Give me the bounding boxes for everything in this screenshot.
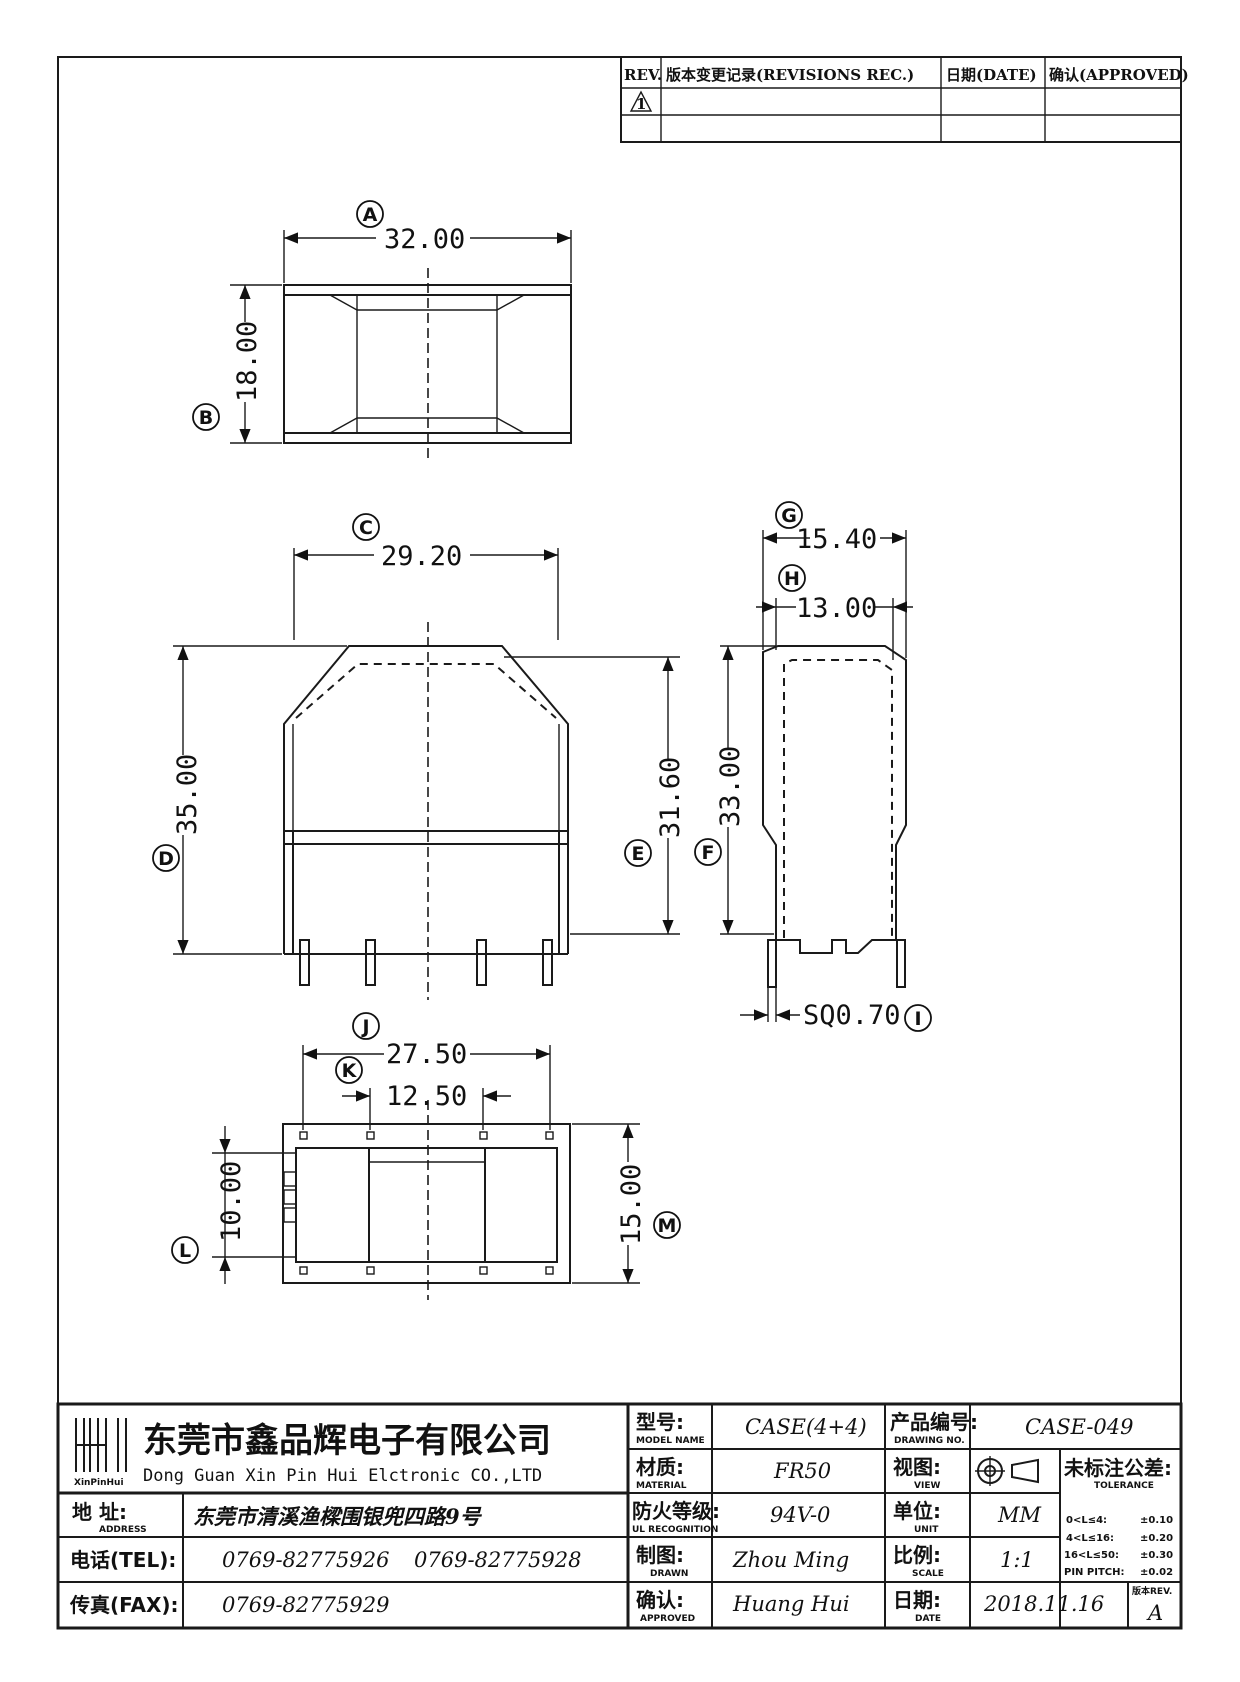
sheet-border bbox=[57, 56, 1182, 1629]
ref-e-label: E bbox=[632, 843, 645, 865]
drawing-no-sub-label: DRAWING NO. bbox=[894, 1436, 965, 1446]
dim-height-label: 18.00 bbox=[232, 321, 263, 402]
svg-text:1: 1 bbox=[636, 95, 646, 113]
model-value: CASE(4+4) bbox=[745, 1415, 867, 1439]
drawn-label: 制图: bbox=[636, 1543, 684, 1567]
dim-side-inner-label: 13.00 bbox=[796, 593, 877, 624]
model-label: 型号: bbox=[636, 1410, 684, 1434]
side-view: 15.40 G 13.00 H 33.00 F SQ0.70 I bbox=[694, 501, 932, 1032]
drawn-value: Zhou Ming bbox=[732, 1548, 849, 1572]
svg-text:XinPinHui: XinPinHui bbox=[74, 1478, 124, 1488]
ref-a-label: A bbox=[363, 204, 378, 226]
unit-value: MM bbox=[997, 1503, 1042, 1527]
ref-j-label: J bbox=[360, 1016, 369, 1038]
address-sub-label: ADDRESS bbox=[99, 1525, 147, 1535]
address-value: 东莞市清溪渔樑围银兜四路9号 bbox=[193, 1504, 483, 1529]
drawing-no-label: 产品编号: bbox=[890, 1410, 978, 1434]
dim-body-height-label: 31.60 bbox=[655, 757, 686, 838]
tolerance-value-3: ±0.30 bbox=[1140, 1550, 1173, 1561]
tolerance-range-2: 4<L≤16: bbox=[1066, 1533, 1114, 1544]
approved-value: Huang Hui bbox=[732, 1592, 850, 1616]
tel-2-value: 0769-82775928 bbox=[414, 1548, 581, 1572]
dim-pin-label: SQ0.70 bbox=[803, 1000, 901, 1031]
unit-label: 单位: bbox=[893, 1499, 941, 1523]
material-label: 材质: bbox=[636, 1455, 684, 1479]
tolerance-range-3: 16<L≤50: bbox=[1064, 1550, 1119, 1561]
company-name-cn: 东莞市鑫品辉电子有限公司 bbox=[143, 1421, 551, 1461]
material-value: FR50 bbox=[773, 1459, 831, 1483]
ref-h-label: H bbox=[784, 568, 800, 590]
approved-header: 确认(APPROVED) bbox=[1049, 66, 1189, 84]
tolerance-label: 未标注公差: bbox=[1064, 1456, 1172, 1480]
dim-side-width-label: 15.40 bbox=[796, 524, 877, 555]
rev-label: 版本REV. bbox=[1131, 1585, 1172, 1597]
tolerance-value-1: ±0.10 bbox=[1140, 1515, 1173, 1526]
company-name-en: Dong Guan Xin Pin Hui Elctronic CO.,LTD bbox=[143, 1466, 542, 1486]
projection-symbol-icon bbox=[975, 1456, 1039, 1486]
front-view: 29.20 C 35.00 D 31.60 E bbox=[152, 513, 686, 1000]
revision-table: REV. 版本变更记录(REVISIONS REC.) 日期(DATE) 确认(… bbox=[620, 56, 1189, 143]
view-label: 视图: bbox=[893, 1455, 941, 1479]
approved-label: 确认: bbox=[636, 1588, 684, 1612]
material-sub-label: MATERIAL bbox=[636, 1481, 687, 1491]
revisions-record-header: 版本变更记录(REVISIONS REC.) bbox=[666, 66, 914, 84]
dim-bottom-pitch-label: 27.50 bbox=[386, 1039, 467, 1070]
tolerance-sub-label: TOLERANCE bbox=[1094, 1481, 1154, 1491]
rev-triangle-icon: 1 bbox=[629, 90, 653, 113]
unit-sub-label: UNIT bbox=[914, 1525, 939, 1535]
date-header: 日期(DATE) bbox=[946, 66, 1037, 84]
rev-header: REV. bbox=[624, 66, 662, 84]
dim-bottom-row-label: 10.00 bbox=[216, 1161, 247, 1242]
tel-label: 电话(TEL): bbox=[70, 1548, 176, 1572]
date-value: 2018.11.16 bbox=[983, 1592, 1104, 1616]
tolerance-range-1: 0<L≤4: bbox=[1066, 1515, 1107, 1526]
ref-i-label: I bbox=[914, 1008, 921, 1030]
dim-bottom-inner-pitch-label: 12.50 bbox=[386, 1081, 467, 1112]
ref-k-label: K bbox=[342, 1060, 358, 1082]
tolerance-value-2: ±0.20 bbox=[1140, 1533, 1173, 1544]
tolerance-range-4: PIN PITCH: bbox=[1064, 1567, 1124, 1578]
dim-front-height-label: 35.00 bbox=[172, 754, 203, 835]
drawing-no-value: CASE-049 bbox=[1025, 1415, 1134, 1439]
dim-bottom-outer-label: 15.00 bbox=[616, 1164, 647, 1245]
ref-c-label: C bbox=[359, 517, 373, 539]
dim-front-width-label: 29.20 bbox=[381, 541, 462, 572]
address-label: 地 址: bbox=[72, 1500, 127, 1524]
date-sub-label: DATE bbox=[915, 1614, 941, 1624]
fax-value: 0769-82775929 bbox=[222, 1593, 389, 1617]
tel-1-value: 0769-82775926 bbox=[222, 1548, 389, 1572]
bottom-view: 27.50 J 12.50 K 10.00 L 15.00 M bbox=[171, 1012, 681, 1300]
drawn-sub-label: DRAWN bbox=[650, 1569, 688, 1579]
ref-b-label: B bbox=[199, 407, 213, 429]
ul-value: 94V-0 bbox=[770, 1503, 830, 1527]
view-sub-label: VIEW bbox=[914, 1481, 940, 1491]
date-label: 日期: bbox=[893, 1588, 941, 1612]
model-sub-label: MODEL NAME bbox=[636, 1436, 705, 1446]
fax-label: 传真(FAX): bbox=[69, 1593, 179, 1617]
company-logo-icon: XinPinHui bbox=[74, 1418, 127, 1488]
scale-value: 1:1 bbox=[1000, 1548, 1034, 1572]
dim-width-label: 32.00 bbox=[384, 224, 465, 255]
ul-label: 防火等级: bbox=[632, 1499, 720, 1523]
ul-sub-label: UL RECOGNITION bbox=[632, 1525, 718, 1535]
scale-label: 比例: bbox=[893, 1543, 941, 1567]
top-view: 32.00 A 18.00 B bbox=[192, 200, 572, 463]
ref-f-label: F bbox=[702, 842, 715, 864]
scale-sub-label: SCALE bbox=[912, 1569, 944, 1579]
approved-sub-label: APPROVED bbox=[640, 1614, 695, 1624]
title-block: XinPinHui 东莞市鑫品辉电子有限公司 Dong Guan Xin Pin… bbox=[56, 1402, 1183, 1630]
rev-value: A bbox=[1146, 1601, 1163, 1625]
ref-m-label: M bbox=[658, 1215, 677, 1237]
ref-l-label: L bbox=[179, 1240, 191, 1262]
ref-d-label: D bbox=[158, 848, 174, 870]
dim-side-height-label: 33.00 bbox=[715, 746, 746, 827]
tolerance-value-4: ±0.02 bbox=[1140, 1567, 1173, 1578]
ref-g-label: G bbox=[781, 505, 797, 527]
